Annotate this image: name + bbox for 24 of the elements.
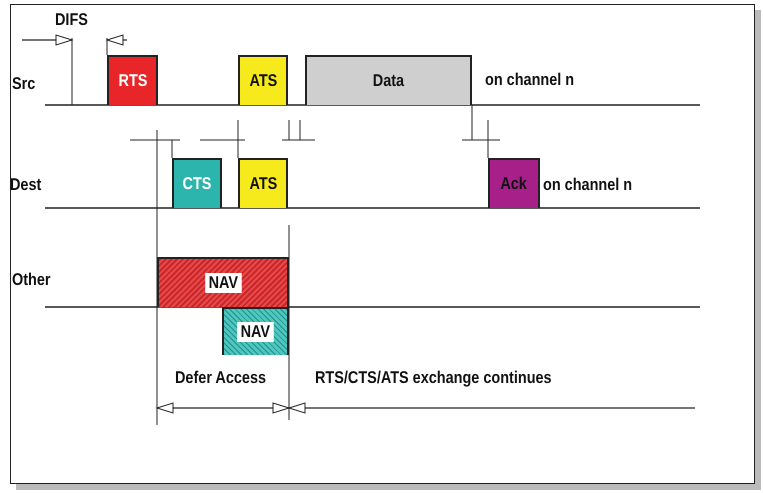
rts-frame-block [107, 55, 158, 105]
data-frame-block [305, 55, 472, 105]
block-label: ATS [249, 71, 277, 91]
block-label: Ack [500, 174, 528, 194]
block-label: ATS [249, 174, 277, 194]
block-label: RTS [118, 71, 147, 91]
nav-hatched-bar [157, 257, 289, 307]
block-label: NAV [204, 273, 242, 293]
timeline-label: Src [12, 74, 36, 94]
ats-frame-block [238, 55, 288, 105]
cts-frame-block [172, 158, 222, 208]
timeline-label: Other [12, 270, 51, 290]
ack-frame-block [488, 158, 540, 208]
nav-crosshatched-bar [222, 307, 289, 355]
timeline-label: Dest [10, 175, 42, 195]
block-label: NAV [237, 322, 274, 342]
block-label: CTS [182, 174, 212, 194]
interval-label: DIFS [55, 10, 88, 30]
interval-label: Defer Access [175, 368, 266, 388]
ats-frame-block [238, 158, 288, 208]
interval-label: RTS/CTS/ATS exchange continues [315, 368, 552, 388]
channel-note: on channel n [485, 70, 574, 90]
channel-note: on channel n [543, 175, 632, 195]
block-label: Data [372, 71, 404, 91]
